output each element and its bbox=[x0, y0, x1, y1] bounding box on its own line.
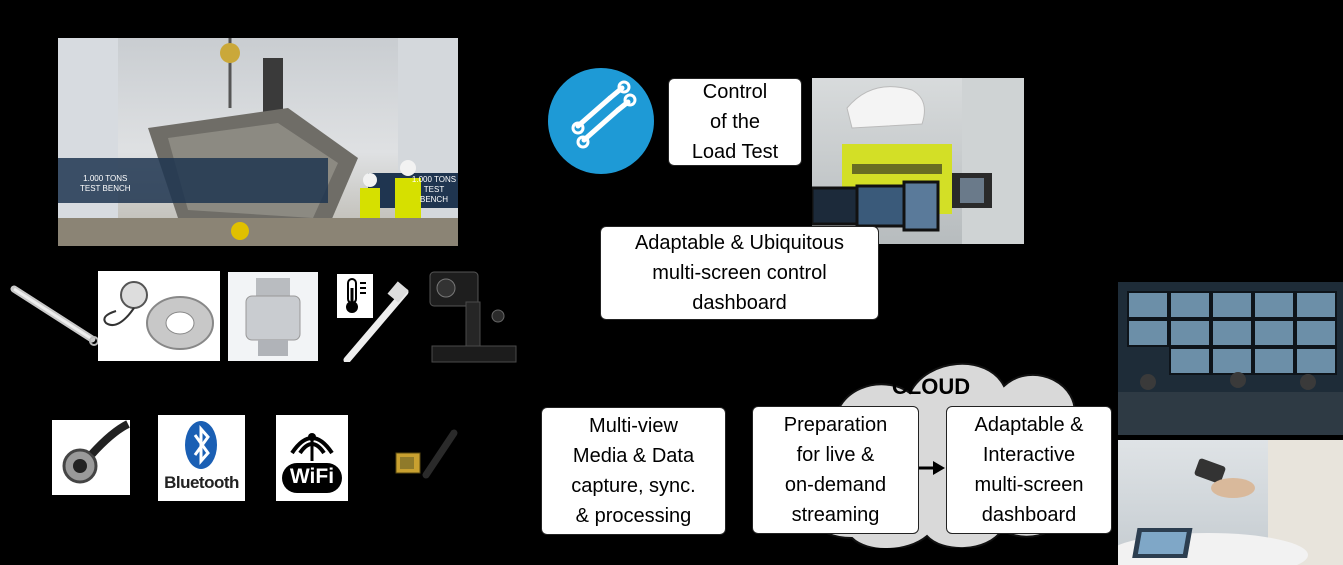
wireless-module-photo bbox=[388, 425, 464, 495]
test-bench-photo: 1.000 TONS TEST BENCH 1.000 TONS TEST BE… bbox=[58, 38, 458, 246]
arrow-right-icon bbox=[919, 461, 945, 475]
bluetooth-icon bbox=[185, 421, 217, 469]
actuator-circle bbox=[548, 68, 654, 174]
mobile-dashboard-photo bbox=[1118, 440, 1343, 565]
wifi-wordmark: WiFi bbox=[289, 465, 335, 488]
multiview-capture-box: Multi-view Media & Data capture, sync. &… bbox=[541, 407, 726, 535]
camera-mount-photo bbox=[426, 266, 518, 366]
bench-label-left: 1.000 TONS TEST BENCH bbox=[80, 174, 131, 193]
hydraulic-actuator-icon bbox=[571, 80, 637, 149]
wifi-logo: WiFi bbox=[276, 415, 348, 501]
linear-sensor-photo bbox=[8, 283, 100, 348]
adaptable-ubiquitous-box: Adaptable & Ubiquitous multi-screen cont… bbox=[600, 226, 879, 320]
bench-label-right: 1.000 TONS TEST BENCH bbox=[411, 175, 457, 204]
wifi-icon bbox=[282, 433, 342, 493]
temperature-probe-photo bbox=[335, 272, 425, 364]
thermometer-icon bbox=[346, 278, 366, 313]
connector-photo bbox=[52, 420, 130, 495]
control-room-photo bbox=[812, 78, 1024, 244]
cloud-label: CLOUD bbox=[891, 374, 971, 399]
adaptable-interactive-box: Adaptable & Interactive multi-screen das… bbox=[946, 406, 1112, 534]
bluetooth-logo: Bluetooth bbox=[158, 415, 245, 501]
control-load-test-box: Control of the Load Test bbox=[668, 78, 802, 166]
operations-center-photo bbox=[1118, 282, 1343, 435]
load-ring-photo bbox=[98, 271, 220, 361]
load-cell-photo bbox=[228, 272, 318, 361]
preparation-streaming-box: Preparation for live & on-demand streami… bbox=[752, 406, 919, 534]
bluetooth-wordmark: Bluetooth bbox=[164, 473, 239, 492]
